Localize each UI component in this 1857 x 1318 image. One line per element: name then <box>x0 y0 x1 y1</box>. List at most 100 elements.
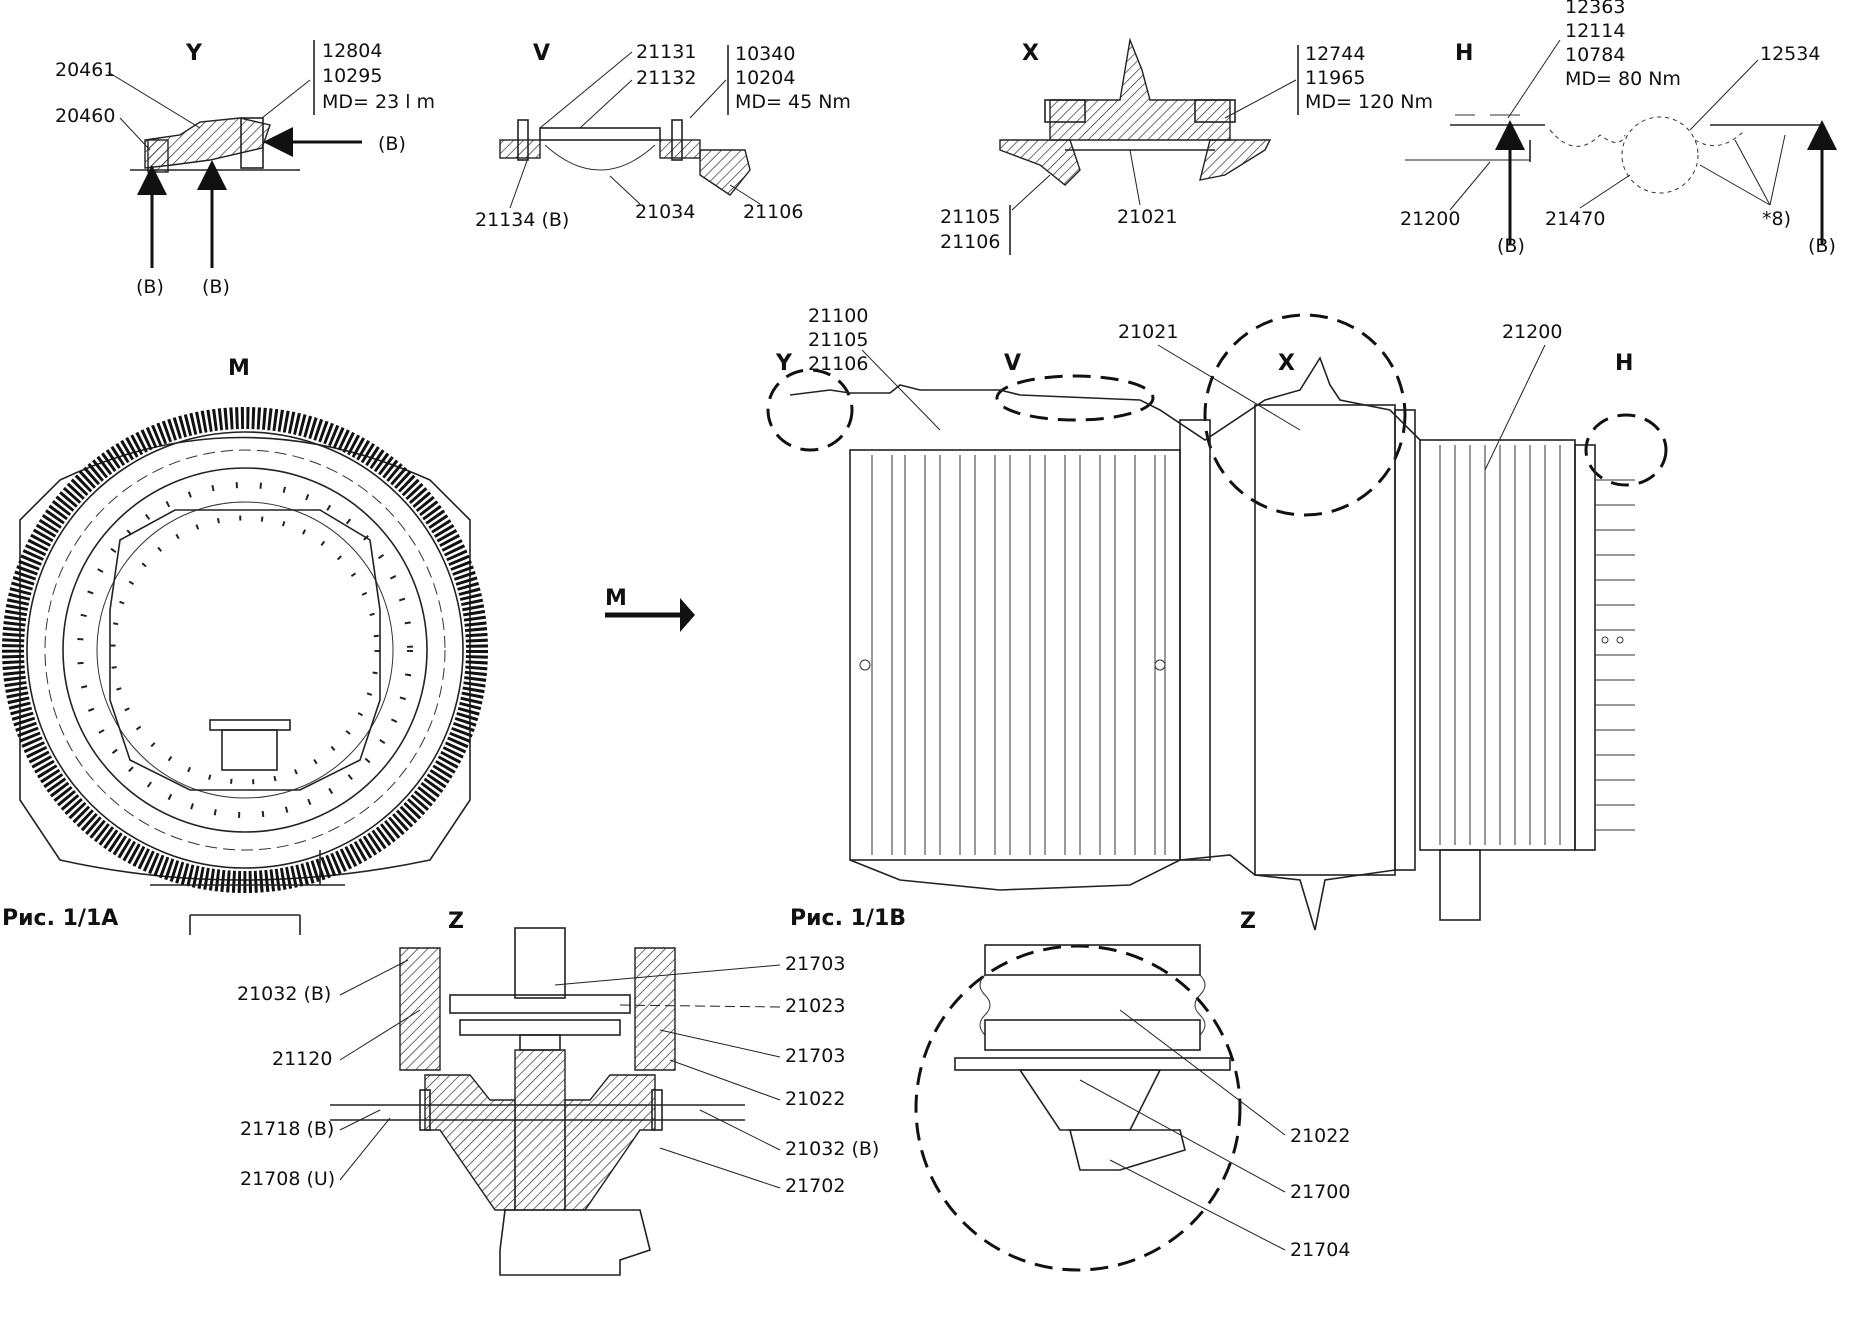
label-21034: 21034 <box>635 201 695 223</box>
z-bottom-arm <box>499 1209 651 1276</box>
torque-x: MD= 120 Nm <box>1305 91 1433 113</box>
view-title-z-right: Z <box>1240 909 1256 934</box>
main-view-letter-x: X <box>1278 351 1295 376</box>
inner-opening <box>109 509 381 791</box>
main-view-letter-v: V <box>1004 351 1021 376</box>
ring-dashed <box>44 449 446 851</box>
leader-z-21032-left <box>339 959 409 996</box>
main-label-21021: 21021 <box>1118 321 1178 343</box>
leader-12804 <box>261 79 311 119</box>
main-label-21105: 21105 <box>808 329 868 351</box>
gear-pinion-cap <box>209 719 291 731</box>
main-label-21100: 21100 <box>808 305 868 327</box>
z-top-block <box>514 927 566 999</box>
z-label-21032-b-left: 21032 (B) <box>237 983 331 1005</box>
detail-y: Y 20461 20460 12804 10295 MD= 23 l m (B)… <box>55 40 435 298</box>
leader-z-21703-a <box>554 964 781 986</box>
bottom-bracket <box>1439 849 1481 921</box>
body-section-end <box>1574 444 1596 851</box>
arrow-label-b-1: (B) <box>136 276 164 298</box>
label-12534: 12534 <box>1760 43 1820 65</box>
leader-21134 <box>509 157 529 209</box>
leader-z-21120 <box>339 1009 421 1061</box>
z-label-21702: 21702 <box>785 1175 845 1197</box>
z-label-21708: 21708 (U) <box>240 1168 335 1190</box>
leader-star8-b <box>1734 139 1771 206</box>
z-right-label-21022: 21022 <box>1290 1125 1350 1147</box>
leader-z-21703-b <box>659 1029 781 1058</box>
main-label-21106: 21106 <box>808 353 868 375</box>
view-title-v: V <box>533 41 550 66</box>
label-12744: 12744 <box>1305 43 1365 65</box>
top-profile <box>789 356 1421 441</box>
h-wave-left <box>1549 129 1626 147</box>
main-view-letter-y: Y <box>775 351 793 376</box>
arrow-label-b-3: (B) <box>378 133 406 155</box>
label-21200-h: 21200 <box>1400 208 1460 230</box>
h-wave-right <box>1694 129 1746 147</box>
z-right-housing <box>1018 1069 1162 1131</box>
z-right-plate <box>954 1057 1231 1071</box>
view-title-h: H <box>1455 41 1473 66</box>
leader-21105 <box>1011 174 1051 211</box>
z-label-21703-a: 21703 <box>785 953 845 975</box>
block-part <box>147 139 169 173</box>
ring-inner-a <box>96 501 394 799</box>
bottom-profile <box>849 854 1396 931</box>
detail-z-right: Z 21022 21700 21704 <box>914 909 1350 1272</box>
main-view-letter-h: H <box>1615 351 1633 376</box>
x-bolt-right <box>1194 99 1236 123</box>
label-11965: 11965 <box>1305 67 1365 89</box>
arrow-label-b-2: (B) <box>202 276 230 298</box>
side-hole-2 <box>1154 659 1166 671</box>
torque-v: MD= 45 Nm <box>735 91 851 113</box>
v-right-flange <box>659 139 701 159</box>
ring-flange <box>62 467 428 833</box>
z-right-label-21704: 21704 <box>1290 1239 1350 1261</box>
z-right-bellows-right <box>1194 974 1206 1036</box>
x-bolt-left <box>1044 99 1086 123</box>
gear-ring-teeth <box>2 407 488 893</box>
v-cover <box>539 127 661 141</box>
z-housing-right <box>564 1074 656 1211</box>
label-21106-x: 21106 <box>940 231 1000 253</box>
leader-z-21708 <box>339 1117 391 1181</box>
z-bolt-right <box>651 1089 663 1131</box>
label-21021-x: 21021 <box>1117 206 1177 228</box>
leader-10340 <box>689 79 727 119</box>
z-hub-cap <box>519 1034 561 1051</box>
v-curve <box>544 144 656 171</box>
leader-z-21023 <box>619 1004 781 1008</box>
view-title-z-left: Z <box>448 909 464 934</box>
z-label-21032-b-right: 21032 (B) <box>785 1138 879 1160</box>
z-right-bellows-left <box>979 974 991 1036</box>
leader-star8-c <box>1769 134 1786 206</box>
leader-21470 <box>1579 174 1631 209</box>
marker-circle-h <box>1584 413 1668 487</box>
label-21470: 21470 <box>1545 208 1605 230</box>
m-arrow-head <box>680 598 695 632</box>
fins-right <box>1439 445 1561 845</box>
side-hole-1 <box>859 659 871 671</box>
leader-z-21032-right <box>699 1109 781 1151</box>
x-right-section <box>1199 139 1272 181</box>
bolt-circle-outer <box>77 482 413 818</box>
view-title-y: Y <box>185 41 203 66</box>
z-label-21022: 21022 <box>785 1088 845 1110</box>
label-21134: 21134 (B) <box>475 209 569 231</box>
label-21105-x: 21105 <box>940 206 1000 228</box>
leader-21106-v <box>729 184 761 205</box>
leader-21034 <box>609 175 641 205</box>
label-21132: 21132 <box>636 67 696 89</box>
label-10340: 10340 <box>735 43 795 65</box>
detail-x: X 12744 11965 MD= 120 Nm 21105 21106 210… <box>940 37 1433 255</box>
marker-circle-x <box>1203 313 1407 517</box>
leader-z-right-21704 <box>1109 1159 1286 1251</box>
label-10784: 10784 <box>1565 44 1625 66</box>
v-bolt-left <box>517 119 529 161</box>
main-label-21200: 21200 <box>1502 321 1562 343</box>
z-label-21718: 21718 (B) <box>240 1118 334 1140</box>
leader-z-right-21022 <box>1119 1009 1286 1136</box>
gear-ring-inner <box>26 431 464 869</box>
